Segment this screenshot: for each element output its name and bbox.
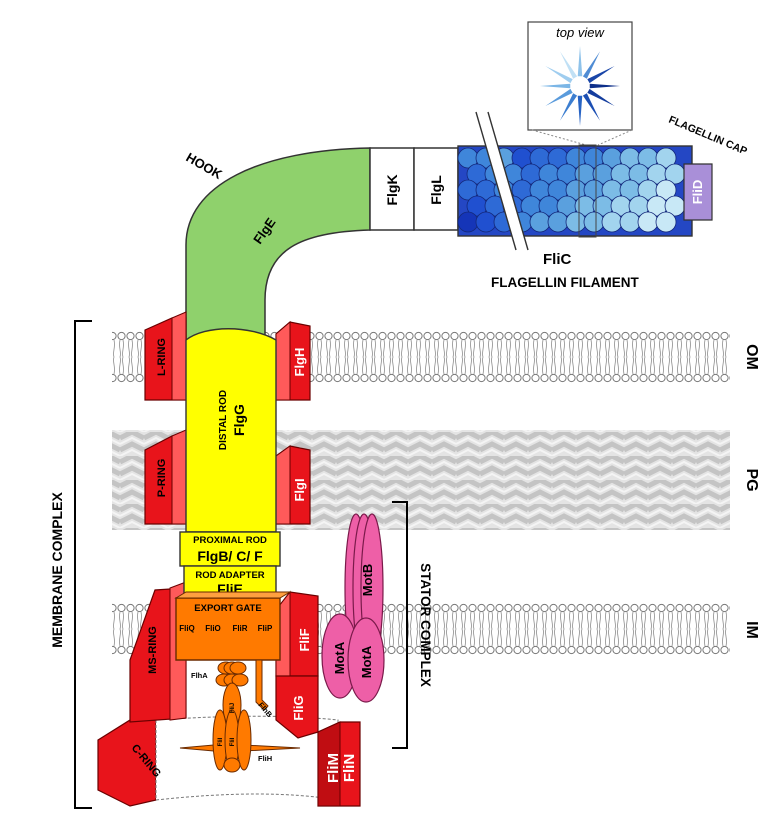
flid-label: FliD <box>690 180 705 205</box>
flgh-label: FlgH <box>292 348 307 377</box>
distal-rod <box>185 328 277 533</box>
distal-rod-label: DISTAL ROD <box>218 390 229 450</box>
flgl-label: FlgL <box>428 175 444 205</box>
flin-label: FliN <box>341 754 358 782</box>
fliq-label: FliQ <box>179 624 195 633</box>
flic-label: FliC <box>543 251 571 268</box>
flig-block <box>275 675 319 739</box>
membrane-complex-bracket <box>74 320 92 809</box>
p-ring-label: P-RING <box>156 459 168 498</box>
export-gate-label: EXPORT GATE <box>194 603 261 614</box>
flha-label: FlhA <box>191 671 208 680</box>
flgg-label: FlgG <box>231 404 247 436</box>
flio-label: FliO <box>205 624 221 633</box>
im-label: IM <box>743 621 760 639</box>
flij-label: FliJ <box>230 703 236 713</box>
rod-adapter-label: ROD ADAPTER <box>195 570 264 581</box>
mota-label-2: MotA <box>359 645 374 678</box>
flip-label: FliP <box>258 624 273 633</box>
stator-complex-bracket <box>392 501 408 749</box>
motb-label: MotB <box>360 564 375 597</box>
membrane-complex-label: MEMBRANE COMPLEX <box>49 492 65 648</box>
top-view-label: top view <box>556 25 605 40</box>
flgk-label: FlgK <box>384 174 400 205</box>
flid-cap <box>683 163 713 221</box>
flii-label-2: FliI <box>230 737 236 746</box>
mota-label-1: MotA <box>332 641 347 674</box>
export-apparatus <box>179 659 301 773</box>
top-view-star-icon <box>540 46 620 126</box>
flgbcf-label: FlgB/ C/ F <box>197 548 263 564</box>
l-ring-label: L-RING <box>156 338 168 376</box>
proximal-rod <box>179 531 281 567</box>
flgl-block <box>413 147 459 231</box>
flii-label-1: FliI <box>218 737 224 746</box>
flif-label: FliF <box>297 628 312 651</box>
om-label: OM <box>743 344 760 370</box>
hook-label: HOOK <box>184 150 226 183</box>
flgk-block <box>369 147 415 231</box>
flgi-label: FlgI <box>292 478 307 501</box>
stator-complex-label: STATOR COMPLEX <box>418 563 433 687</box>
flih-label: FliH <box>258 754 272 763</box>
flagellin-filament-label: FLAGELLIN FILAMENT <box>491 275 639 290</box>
mota-block-2 <box>347 617 385 703</box>
ms-ring-label: MS-RING <box>147 626 159 674</box>
flim-label: FliM <box>325 753 342 783</box>
flig-label: FliG <box>291 695 306 720</box>
pg-label: PG <box>743 468 760 491</box>
flir-label: FliR <box>232 624 247 633</box>
proximal-rod-label: PROXIMAL ROD <box>193 535 267 546</box>
